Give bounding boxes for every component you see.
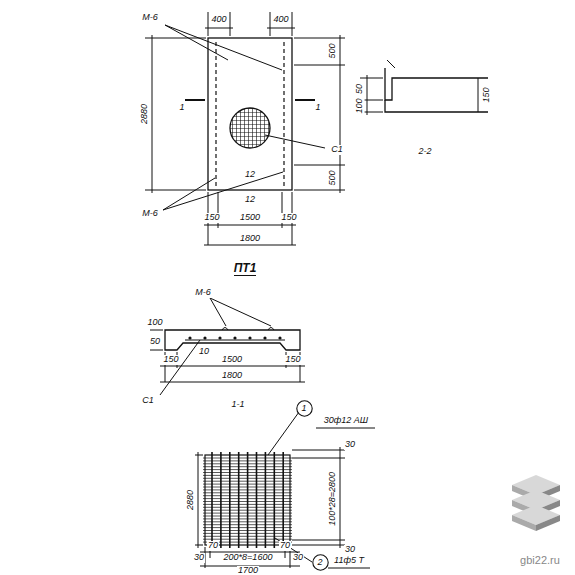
callout-circle: 1 (296, 400, 313, 417)
dimension-label: 50 (149, 337, 161, 347)
mesh (195, 412, 375, 568)
dimension-label: 500 (328, 42, 338, 59)
dimension-label: 500 (328, 169, 338, 186)
dimension-label: 2880 (186, 489, 196, 511)
dimension-label: 1500 (221, 355, 243, 365)
dimension-label: 2-2 (417, 147, 432, 157)
dimension-label: 70 (279, 541, 291, 551)
section-1-1 (150, 298, 305, 395)
dimension-label: С1 (330, 145, 344, 155)
dimension-label: 30 (193, 553, 205, 563)
dimension-label: 100 (355, 97, 365, 114)
dimension-label: 150 (284, 355, 301, 365)
dimension-label: 1800 (239, 234, 261, 244)
dimension-label: 150 (162, 355, 179, 365)
plan-view (145, 12, 345, 245)
dimension-label: 400 (272, 15, 289, 25)
callout-number: 1 (301, 403, 306, 413)
dimension-label: М-6 (141, 209, 159, 219)
dimension-label: 400 (210, 15, 227, 25)
watermark: gbi22.ru (519, 554, 561, 566)
dimension-label: М-6 (141, 13, 159, 23)
section-2-2 (360, 60, 488, 115)
dimension-label: 150 (203, 213, 220, 223)
dimension-label: 1 (178, 103, 185, 113)
dimension-label: С1 (141, 396, 155, 406)
dimension-label: М-6 (194, 288, 212, 298)
dimension-label: 200*8=1600 (223, 553, 274, 563)
callout-circle: 2 (312, 554, 329, 571)
dimension-label: 30ф12 АШ (323, 416, 369, 426)
dimension-label: 30 (344, 545, 356, 555)
logo (512, 475, 560, 531)
dimension-label: 150 (482, 86, 492, 103)
dimension-label: 1500 (239, 213, 261, 223)
dimension-label: 12 (244, 195, 256, 205)
dimension-label: 100*28=2800 (328, 471, 338, 527)
dimension-label: 1-1 (230, 400, 245, 410)
dimension-label: 100 (146, 318, 163, 328)
callout-number: 2 (317, 557, 322, 567)
dimension-label: 1700 (237, 566, 259, 575)
dimension-label: 12 (244, 170, 256, 180)
dimension-label: 70 (207, 541, 219, 551)
drawing-title: ПТ1 (234, 261, 257, 276)
dimension-label: 150 (280, 213, 297, 223)
dimension-label: 11ф5 Т (333, 556, 365, 566)
dimension-label: 30 (292, 553, 304, 563)
dimension-label: 2880 (140, 103, 150, 125)
dimension-label: 1 (314, 103, 321, 113)
dimension-label: 1800 (221, 371, 243, 381)
dimension-label: 50 (355, 83, 365, 95)
dimension-label: 30 (344, 440, 356, 450)
dimension-label: 10 (198, 347, 210, 357)
